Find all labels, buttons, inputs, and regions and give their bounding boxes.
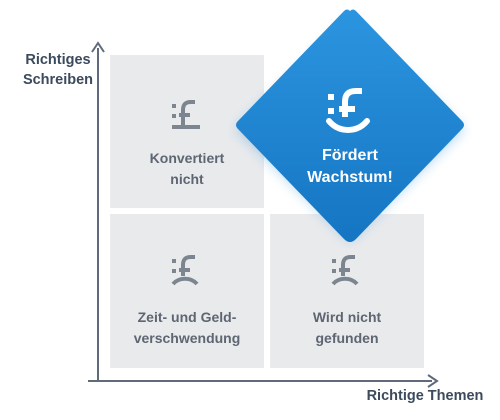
- quadrant-bottom-right-label: Wird nicht gefunden: [270, 307, 424, 349]
- quadrant-bottom-left-line2: verschwendung: [133, 330, 241, 346]
- quadrant-bottom-left-label: Zeit- und Geld- verschwendung: [110, 307, 264, 349]
- x-axis-label: Richtige Themen: [366, 388, 484, 404]
- quadrant-bottom-left: Zeit- und Geld- verschwendung: [110, 214, 264, 368]
- happy-face-icon: [326, 88, 370, 133]
- highlight-diamond: Fördert Wachstum!: [228, 5, 472, 249]
- sad-face-icon: [171, 255, 199, 286]
- y-axis-arrow-icon: [91, 41, 105, 53]
- y-axis-label-line2: Schreiben: [22, 72, 94, 88]
- highlight-label: Fördert Wachstum!: [228, 145, 472, 189]
- y-axis-label: Richtiges Schreiben: [18, 50, 98, 90]
- quadrant-bottom-left-line1: Zeit- und Geld-: [137, 309, 237, 325]
- sad-face-icon: [331, 255, 359, 286]
- quadrant-top-left-line2: nicht: [170, 171, 204, 187]
- quadrant-top-left-label: Konvertiert nicht: [110, 148, 264, 190]
- quadrant-bottom-right-line2: gefunden: [315, 330, 379, 346]
- neutral-face-icon: [172, 100, 200, 129]
- x-axis-arrow-icon: [427, 374, 439, 388]
- highlight-line1: Fördert: [322, 147, 378, 164]
- quadrant-top-left: Konvertiert nicht: [110, 55, 264, 208]
- quadrant-top-left-line1: Konvertiert: [149, 150, 225, 166]
- quadrant-bottom-right-line1: Wird nicht: [312, 309, 382, 325]
- highlight-line2: Wachstum!: [307, 169, 393, 186]
- y-axis-label-line1: Richtiges: [25, 52, 91, 68]
